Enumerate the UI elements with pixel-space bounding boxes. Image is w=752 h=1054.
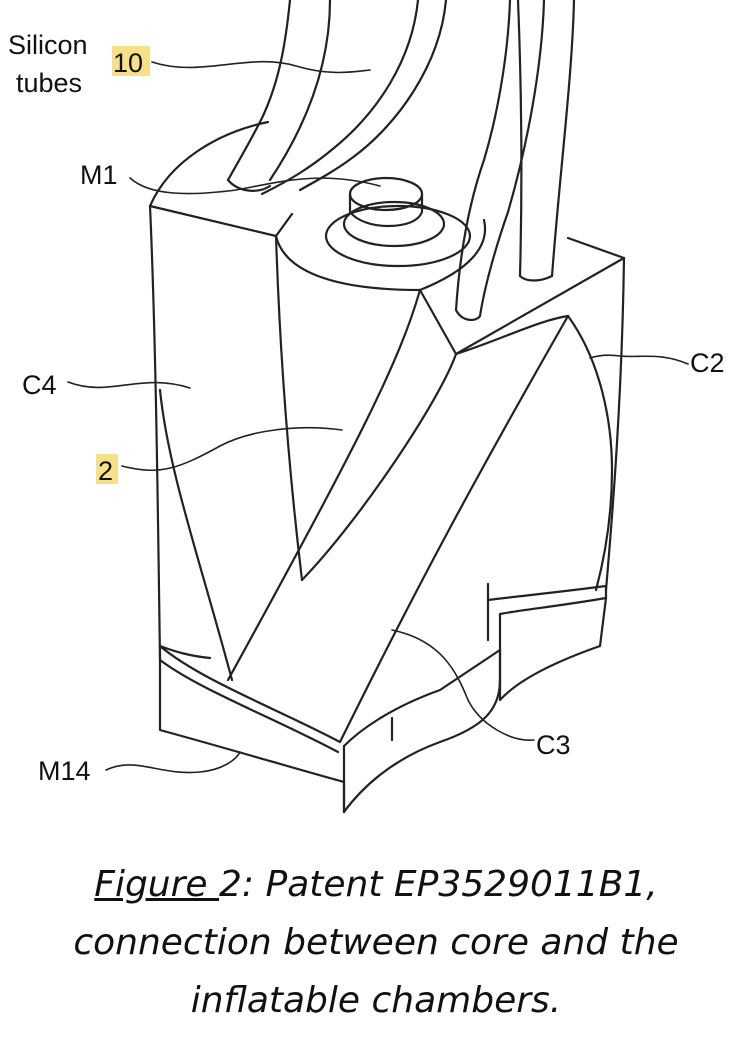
- leader-c2: [589, 354, 689, 365]
- label-m1: M1: [80, 160, 118, 190]
- label-tubes: tubes: [16, 68, 82, 98]
- leader-c4: [67, 381, 191, 389]
- core-body: [148, 204, 626, 744]
- leader-m14: [105, 751, 241, 774]
- leader-lines: [67, 60, 689, 774]
- highlight-2: [96, 454, 118, 484]
- leader-c3: [391, 629, 535, 741]
- label-c2: C2: [690, 348, 725, 378]
- m1-connector: [324, 176, 472, 268]
- leader-2: [121, 426, 343, 472]
- silicon-tubes: [226, 0, 576, 322]
- caption-line-1-rest: 2: Patent EP3529011B1,: [219, 864, 658, 905]
- leader-m1: [129, 177, 381, 195]
- label-10: 10: [113, 48, 143, 78]
- caption-line-3: inflatable chambers.: [190, 980, 562, 1021]
- leader-10: [151, 60, 371, 74]
- figure-caption: Figure 2: Patent EP3529011B1, connection…: [0, 856, 752, 1030]
- label-c4: C4: [22, 370, 57, 400]
- caption-figure-word: Figure: [94, 864, 220, 905]
- highlight-10: [112, 46, 150, 76]
- label-m14: M14: [38, 756, 91, 786]
- patent-drawing: Silicon tubes 10 M1 C4 2 C2 C3 M14: [8, 0, 725, 814]
- label-c3: C3: [536, 730, 571, 760]
- label-2: 2: [98, 456, 113, 486]
- caption-line-2: connection between core and the: [73, 922, 679, 963]
- label-silicon: Silicon: [8, 30, 88, 60]
- caption-line-1: Figure 2: Patent EP3529011B1,: [0, 856, 752, 914]
- m14-base: [158, 584, 608, 814]
